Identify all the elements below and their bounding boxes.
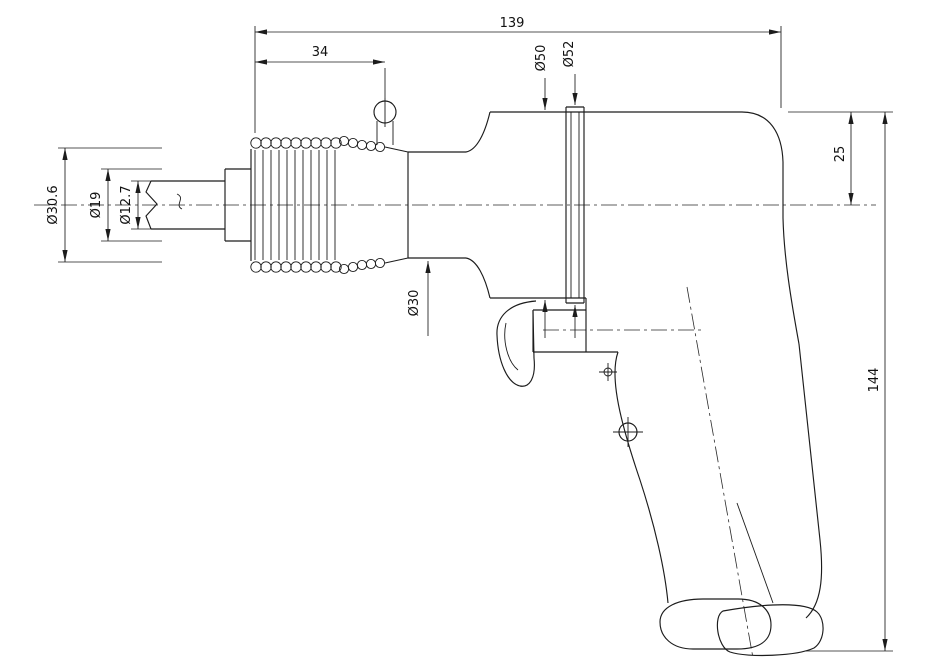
nose-taper [384,146,409,264]
spring-coil-turn [356,259,368,271]
latch-knob [373,98,397,145]
spring-coil-turn [310,261,322,273]
dim-label-flange-diameter: Ø52 [562,41,577,68]
inlet-crosshair [613,417,643,447]
pivot-circle [603,367,613,377]
bit-break-line [145,180,158,230]
spring-coil-turn [250,137,262,149]
flange-outer [565,106,585,304]
spring-coil-turn [260,137,272,149]
base-pad-lower [716,604,824,657]
valve-block-lines [532,298,618,353]
dim-label-collar-diameter: Ø19 [89,192,104,219]
centerlines [34,204,876,659]
spring-coil-turn [290,261,302,273]
grip-back-edge [798,343,823,619]
chisel-bit [145,168,251,242]
latch-knob-stem [376,98,394,145]
tool-body [490,111,742,299]
spring-coil-turn [260,261,272,273]
barrel [408,111,491,299]
valve-block [532,298,618,353]
spring-coil-turn [356,139,368,151]
grip-front-edge [614,351,669,604]
spring-coil-circles [250,135,386,275]
spring-coil-turn [374,257,386,269]
backhead [741,111,800,345]
dimensions: 139 34 Ø50 Ø52 25 144 Ø30.6 Ø19 Ø1 [46,16,893,652]
grip-centerline [686,286,754,659]
base-pad-upper [659,598,772,650]
trigger-outer [496,300,537,387]
front-flange [565,106,585,304]
nose-cone [384,146,409,264]
spring-coil-turn [320,261,332,273]
barrel-walls [408,151,466,259]
dim-label-barrel-diameter: Ø30 [407,290,422,317]
spring-coil-turn [374,141,386,153]
spring-coil-turn [330,137,342,149]
retainer-spring [250,135,386,275]
bit-collar [224,168,251,242]
spring-coil-turn [310,137,322,149]
spring-coil-turn [347,261,359,273]
spring-coil-lines [254,150,336,260]
spring-coil-turn [280,137,292,149]
pistol-grip [614,343,823,619]
spring-coil-turn [365,140,377,152]
grip-inner-line [736,502,774,604]
backhead-curve [741,111,800,345]
spring-coil-turn [320,137,332,149]
inlet-cross-lines [613,417,643,447]
dim-label-body-diameter: Ø50 [534,45,549,72]
spring-coil-turn [347,137,359,149]
dim-label-overall-length: 139 [500,16,525,31]
base-pad [659,598,824,657]
dim-label-top-offset: 25 [833,146,848,163]
spring-coil-turn [290,137,302,149]
pivot-crosshair [599,363,617,381]
flange-inner [570,112,580,298]
spring-coil-turn [365,258,377,270]
spring-coil-turn [270,261,282,273]
extension-line-collar-diameter [101,168,162,242]
pivot-cross-lines [599,363,617,381]
spring-coil-turn [300,261,312,273]
extension-line-spring-od [58,147,162,263]
dim-label-shank-diameter: Ø12.7 [119,185,134,224]
trigger-inner [504,322,519,371]
dim-label-nose-length: 34 [312,45,329,60]
tool-outline [145,98,824,657]
dim-label-spring-od: Ø30.6 [46,185,61,224]
bit-inner-break [176,193,183,210]
spring-coil-turn [280,261,292,273]
dim-label-overall-height: 144 [867,368,882,393]
spring-coil-turn [250,261,262,273]
extension-line-overall-length [254,26,782,133]
spring-coil-turn [270,137,282,149]
trigger [496,300,537,387]
spring-coil-turn [330,261,342,273]
spring-coil-turn [300,137,312,149]
barrel-flare [465,111,491,299]
